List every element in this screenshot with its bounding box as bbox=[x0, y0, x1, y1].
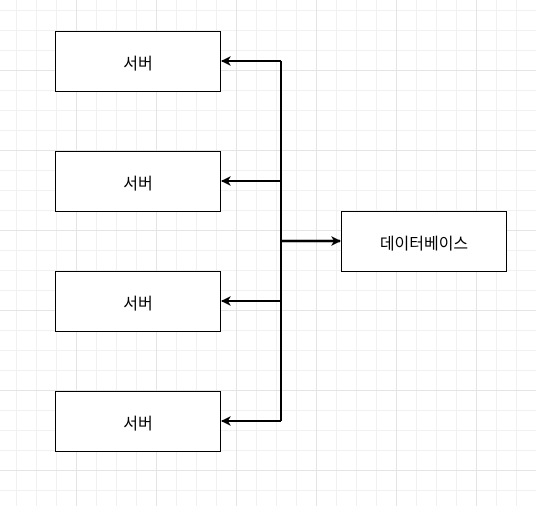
server-label: 서버 bbox=[123, 53, 153, 73]
database-label: 데이터베이스 bbox=[379, 233, 469, 253]
database-node[interactable]: 데이터베이스 bbox=[341, 211, 507, 272]
server-node[interactable]: 서버 bbox=[55, 271, 221, 332]
server-node[interactable]: 서버 bbox=[55, 391, 221, 452]
server-node[interactable]: 서버 bbox=[55, 31, 221, 92]
server-label: 서버 bbox=[123, 293, 153, 313]
server-label: 서버 bbox=[123, 173, 153, 193]
server-label: 서버 bbox=[123, 413, 153, 433]
server-node[interactable]: 서버 bbox=[55, 151, 221, 212]
